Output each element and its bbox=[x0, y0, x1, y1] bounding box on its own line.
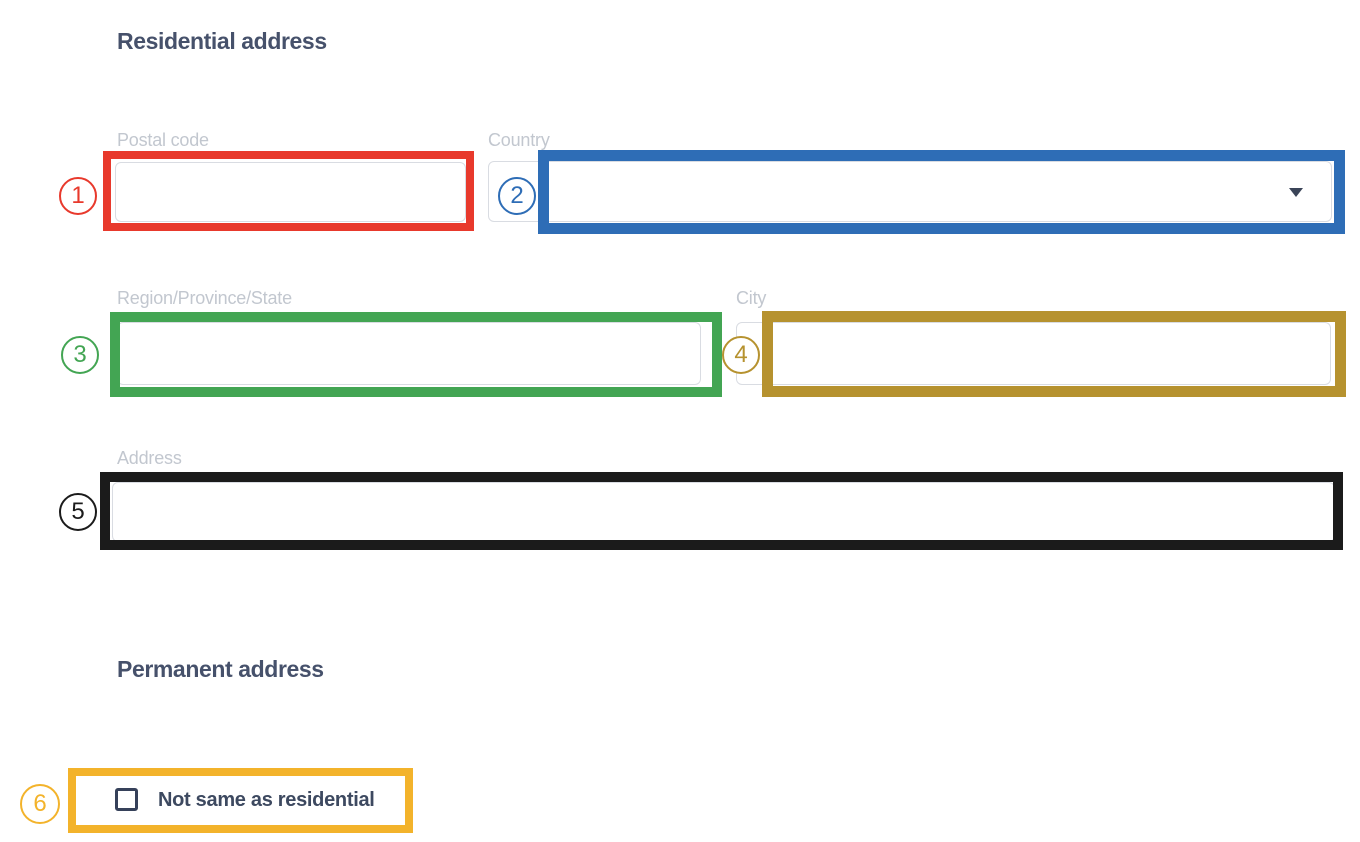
postal-code-input[interactable] bbox=[115, 162, 466, 222]
annotation-marker-6: 6 bbox=[20, 784, 60, 824]
city-input[interactable] bbox=[736, 322, 1331, 385]
country-label: Country bbox=[488, 130, 550, 150]
address-label: Address bbox=[117, 448, 182, 468]
chevron-down-icon bbox=[1289, 187, 1303, 197]
city-label: City bbox=[736, 288, 767, 308]
country-dropdown[interactable] bbox=[488, 161, 1332, 222]
postal-code-label: Postal code bbox=[117, 130, 209, 150]
region-input[interactable] bbox=[117, 322, 701, 385]
annotation-marker-1: 1 bbox=[59, 177, 97, 215]
not-same-as-residential-label[interactable]: Not same as residential bbox=[158, 789, 375, 811]
annotation-marker-5: 5 bbox=[59, 493, 97, 531]
not-same-as-residential-checkbox[interactable] bbox=[115, 788, 138, 811]
residential-address-title: Residential address bbox=[117, 28, 327, 54]
annotation-marker-3: 3 bbox=[61, 336, 99, 374]
region-label: Region/Province/State bbox=[117, 288, 292, 308]
address-input[interactable] bbox=[112, 482, 1335, 542]
permanent-address-title: Permanent address bbox=[117, 656, 324, 682]
